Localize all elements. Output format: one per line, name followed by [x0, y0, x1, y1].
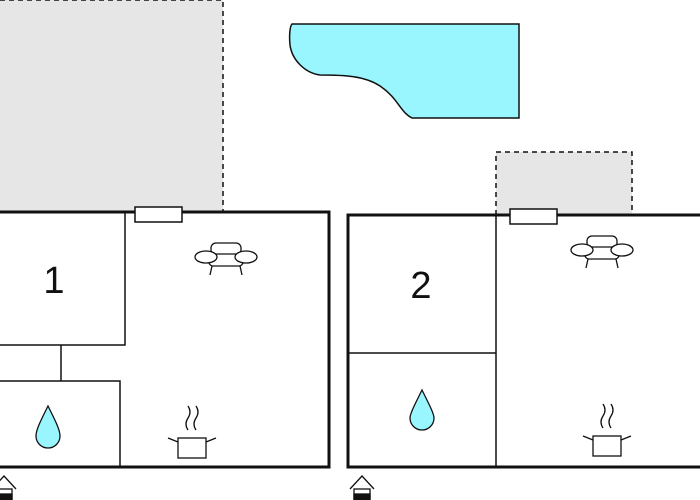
terrace-right-border: [495, 151, 633, 215]
terrace-left-border: [0, 0, 224, 212]
terrace-right: [496, 152, 632, 215]
unit-2-outer-wall: [346, 213, 700, 469]
room-label-2: 2: [410, 265, 431, 307]
window-2: [509, 208, 558, 225]
bathroom-1-wall: [0, 380, 121, 467]
sofa-icon: [570, 235, 634, 269]
room-label-1: 1: [43, 260, 64, 302]
unit-2: 2: [346, 208, 700, 500]
water-drop-icon: [35, 404, 61, 449]
bedroom-1-wall: [0, 212, 126, 346]
window-1: [134, 206, 183, 223]
cooking-pot-icon: [582, 403, 632, 457]
house-entrance-icon: [349, 475, 375, 500]
sofa-icon: [194, 242, 258, 276]
house-entrance-icon: [0, 475, 17, 500]
terrace-left: [0, 0, 223, 212]
cooking-pot-icon: [167, 405, 217, 459]
swimming-pool: [288, 23, 520, 119]
water-drop-icon: [409, 388, 435, 431]
unit-1: 1: [0, 206, 331, 500]
